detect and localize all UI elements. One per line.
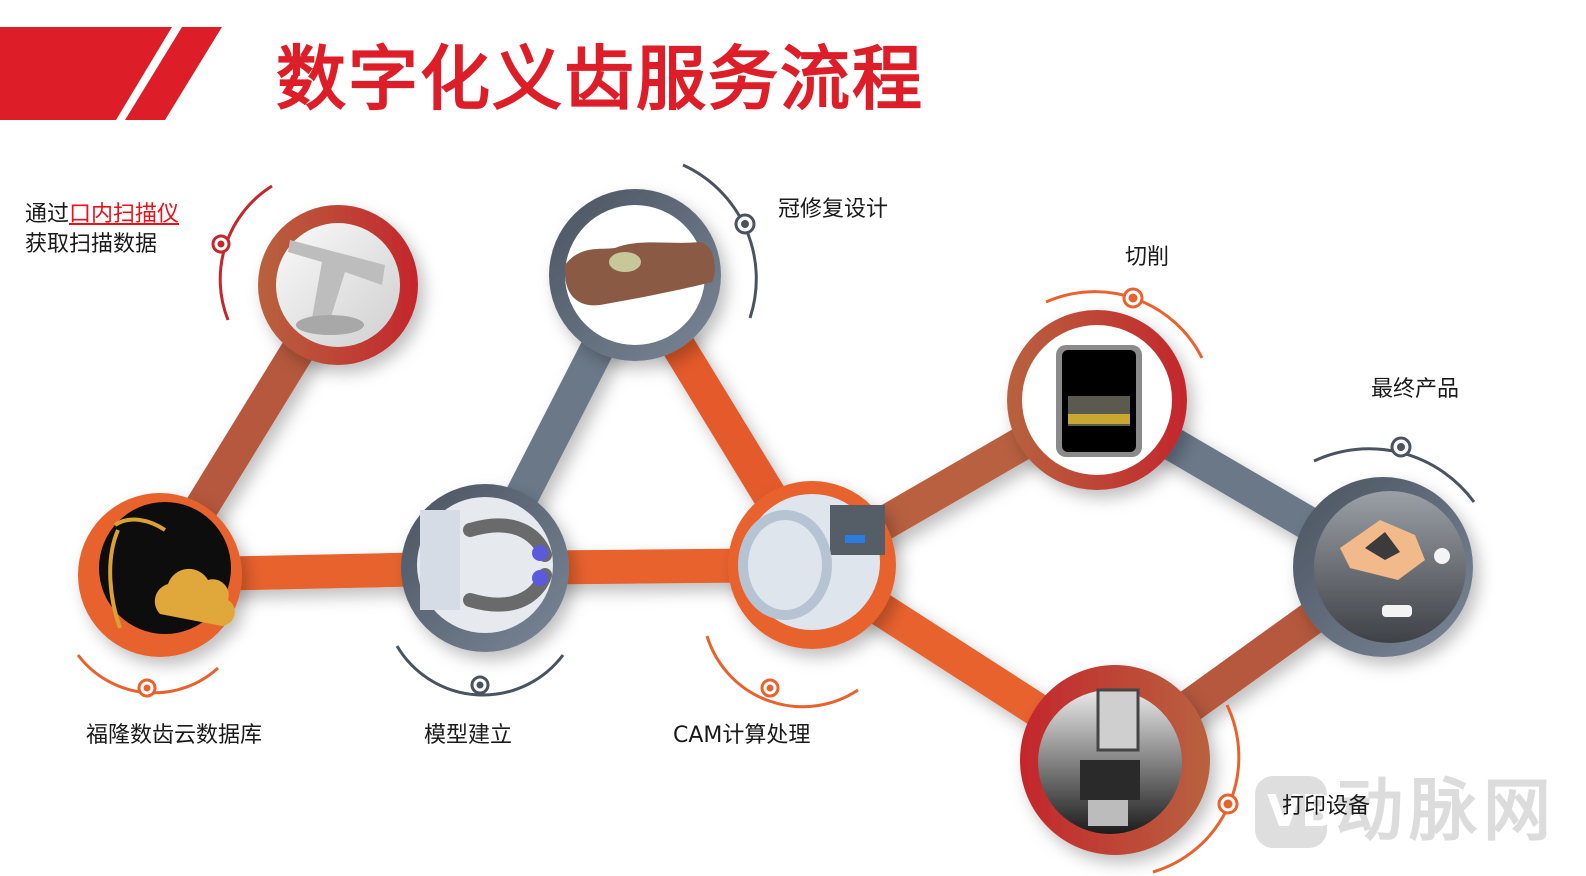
- intraoral-scanner-link[interactable]: 口内扫描仪: [69, 202, 180, 227]
- label-cloud: 福隆数齿云数据库: [86, 723, 263, 748]
- page-title: 数字化义齿服务流程: [276, 38, 924, 120]
- node-cam: [728, 481, 896, 649]
- label-model: 模型建立: [424, 723, 513, 748]
- header-banner: [0, 27, 222, 120]
- label-mill: 切削: [1125, 245, 1170, 270]
- node-mill: [1007, 310, 1187, 490]
- label-cam: CAM计算处理: [673, 723, 811, 748]
- node-print: [1020, 665, 1210, 855]
- node-scan: [258, 205, 418, 365]
- label-print: 打印设备: [1282, 794, 1371, 819]
- node-model: [401, 484, 569, 652]
- label-scan: 通过口内扫描仪 获取扫描数据: [25, 202, 180, 257]
- watermark-text: 动脉网: [1335, 772, 1558, 851]
- watermark-logo-icon: VB: [1255, 776, 1335, 848]
- arc-cam: [705, 635, 859, 709]
- label-product: 最终产品: [1371, 377, 1460, 402]
- arc-model: [395, 645, 565, 697]
- watermark: VB 动脉网: [1255, 776, 1557, 848]
- node-cloud: [78, 493, 242, 657]
- label-crown: 冠修复设计: [778, 197, 889, 222]
- node-crown: [549, 189, 721, 361]
- node-product: [1293, 477, 1473, 657]
